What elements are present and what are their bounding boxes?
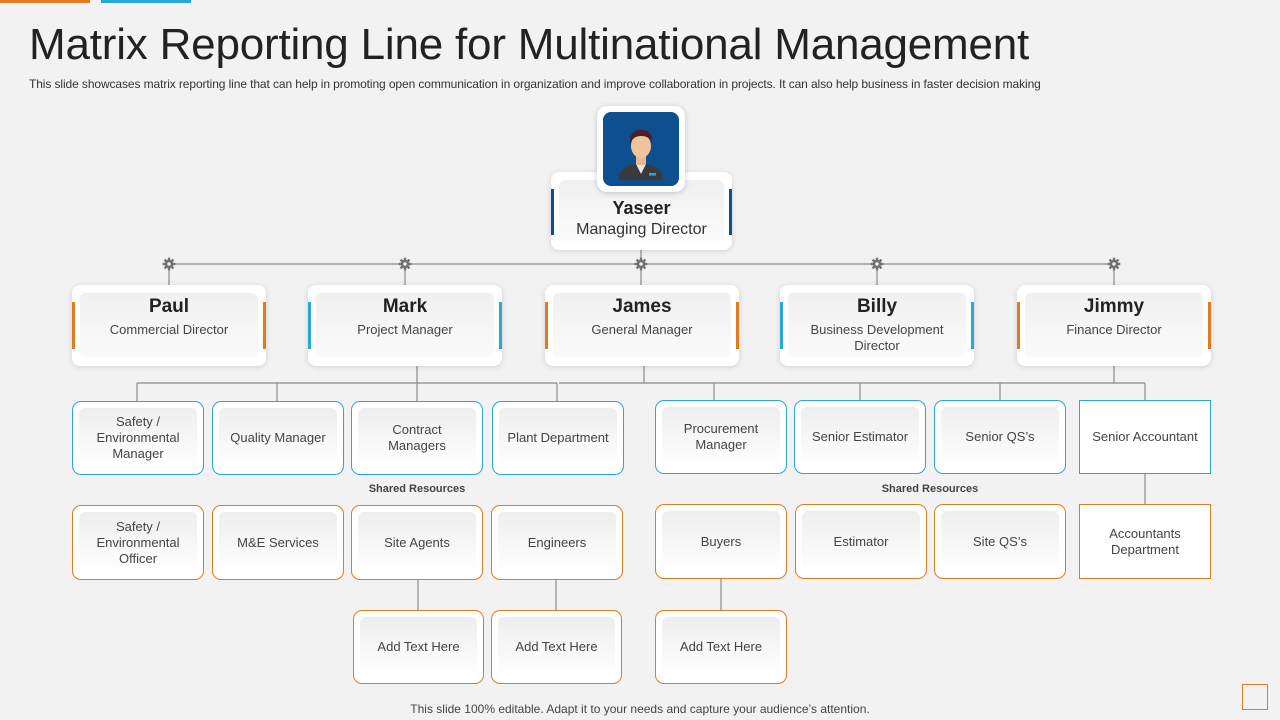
director-name: Jimmy bbox=[1083, 296, 1145, 317]
managing-director-name: Yaseer bbox=[612, 198, 671, 218]
shared-resources-label: Shared Resources bbox=[368, 483, 466, 495]
top-accent-bar-orange bbox=[0, 0, 90, 3]
top-accent-bar-blue bbox=[101, 0, 191, 3]
resource-box: Buyers bbox=[655, 504, 787, 579]
director-name: Mark bbox=[382, 296, 428, 317]
resource-box: Site QS’s bbox=[934, 504, 1066, 579]
shared-resources-label: Shared Resources bbox=[881, 483, 979, 495]
director-card-jimmy: Jimmy Finance Director bbox=[1017, 285, 1211, 366]
add-text-placeholder: Add Text Here bbox=[491, 610, 622, 684]
slide-footer: This slide 100% editable. Adapt it to yo… bbox=[410, 702, 870, 716]
add-text-placeholder: Add Text Here bbox=[353, 610, 484, 684]
avatar bbox=[597, 106, 685, 192]
slide-title: Matrix Reporting Line for Multinational … bbox=[29, 20, 1030, 69]
managing-director-role: Managing Director bbox=[576, 221, 707, 238]
director-name: Paul bbox=[148, 296, 190, 317]
manager-box: Safety / Environmental Manager bbox=[72, 401, 204, 475]
director-role: Business Development Director bbox=[810, 322, 944, 353]
director-role: Project Manager bbox=[357, 322, 453, 337]
slide-subtitle: This slide showcases matrix reporting li… bbox=[29, 77, 1041, 91]
manager-box: Quality Manager bbox=[212, 401, 344, 475]
director-role: Finance Director bbox=[1066, 322, 1162, 337]
resource-box: M&E Services bbox=[212, 505, 344, 580]
resource-box: Safety / Environmental Officer bbox=[72, 505, 204, 580]
director-role: Commercial Director bbox=[109, 322, 229, 337]
resource-box: Accountants Department bbox=[1079, 504, 1211, 579]
add-text-placeholder: Add Text Here bbox=[655, 610, 787, 684]
manager-box: Senior Estimator bbox=[794, 400, 926, 474]
resource-box: Site Agents bbox=[351, 505, 483, 580]
director-name: James bbox=[612, 296, 672, 317]
person-avatar-icon bbox=[619, 129, 663, 180]
manager-box: Plant Department bbox=[492, 401, 624, 475]
director-role: General Manager bbox=[591, 322, 693, 337]
manager-box: Procurement Manager bbox=[655, 400, 787, 474]
resource-box: Estimator bbox=[795, 504, 927, 579]
director-card-mark: Mark Project Manager bbox=[308, 285, 502, 366]
director-card-james: James General Manager bbox=[545, 285, 739, 366]
director-card-billy: Billy Business Development Director bbox=[780, 285, 974, 366]
manager-box: Senior QS’s bbox=[934, 400, 1066, 474]
resource-box: Engineers bbox=[491, 505, 623, 580]
corner-square bbox=[1242, 684, 1268, 710]
director-card-paul: Paul Commercial Director bbox=[72, 285, 266, 366]
director-name: Billy bbox=[856, 296, 898, 317]
manager-box: Contract Managers bbox=[351, 401, 483, 475]
manager-box: Senior Accountant bbox=[1079, 400, 1211, 474]
